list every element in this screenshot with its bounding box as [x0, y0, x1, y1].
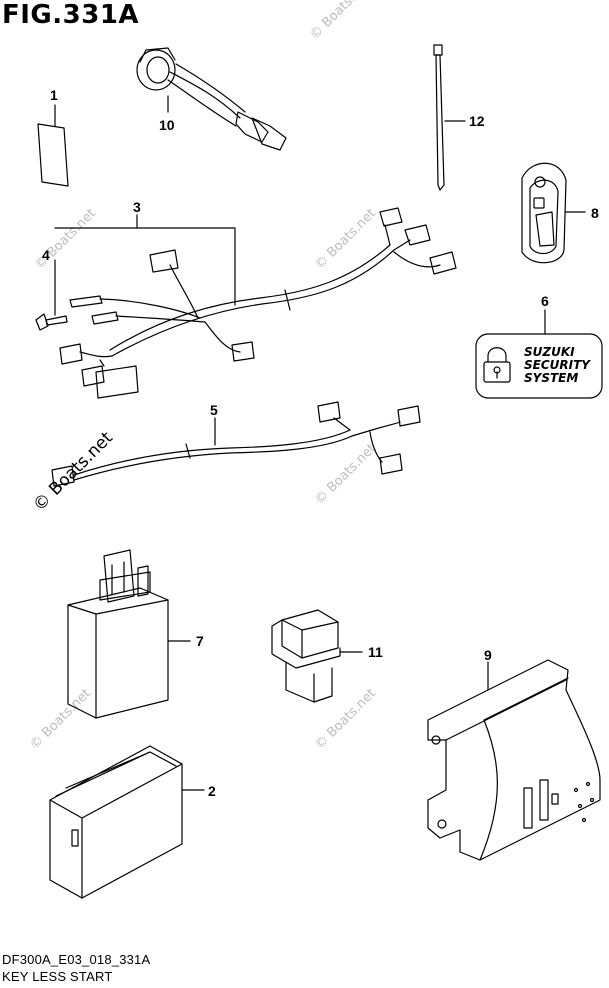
watermark-3: © Boats.net [312, 206, 379, 273]
watermark-6: © Boats.net [312, 686, 379, 753]
part-9-bracket [427, 659, 601, 861]
callout-8: 8 [591, 205, 599, 221]
part-12-cable-tie [433, 44, 466, 191]
callout-3: 3 [133, 199, 141, 215]
callout-11: 11 [368, 644, 383, 660]
part-2-holder [49, 745, 205, 899]
part-1-label-sheet [37, 104, 69, 187]
part-10-sensor [136, 47, 287, 151]
callout-12: 12 [469, 113, 485, 129]
callout-2: 2 [208, 783, 216, 799]
figure-code: DF300A_E03_018_331A [2, 952, 151, 967]
callout-5: 5 [210, 402, 218, 418]
figure-title: FIG.331A [2, 0, 140, 30]
part-5-extension-harness [51, 401, 421, 487]
security-label-line1: SUZUKI [524, 345, 575, 359]
part-6-security-label [475, 309, 603, 399]
part-8-key-fob [521, 162, 586, 264]
callout-1: 1 [50, 87, 58, 103]
part-3-main-harness [54, 207, 457, 399]
callout-10: 10 [159, 117, 175, 133]
callout-9: 9 [484, 647, 492, 663]
figure-caption: KEY LESS START [2, 969, 113, 984]
callout-4: 4 [42, 247, 50, 263]
watermark-1: © Boats.net [307, 0, 374, 43]
part-11-switch [271, 609, 363, 703]
security-label-line3: SYSTEM [524, 371, 578, 385]
watermark-5: © Boats.net [27, 686, 94, 753]
callout-7: 7 [196, 633, 204, 649]
security-label-line2: SECURITY [524, 358, 591, 372]
callout-6: 6 [541, 293, 549, 309]
part-4-screw [35, 259, 68, 331]
part-7-control-module [67, 549, 191, 719]
watermark-4: © Boats.net [312, 441, 379, 508]
